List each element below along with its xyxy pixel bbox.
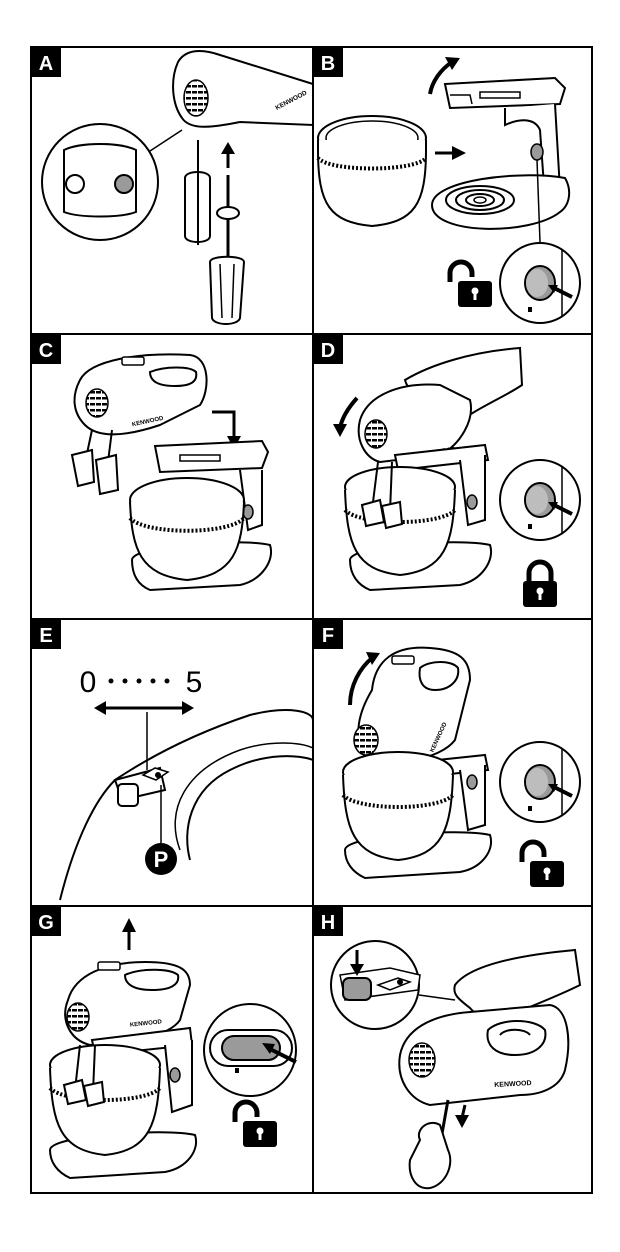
arrow-right-icon	[182, 701, 194, 715]
pulse-label: P	[154, 847, 169, 872]
eject-button-callout	[330, 940, 421, 1030]
panel-f: F KENWOOD	[312, 618, 593, 907]
mixing-bowl	[316, 115, 428, 228]
arrow-up-icon	[122, 918, 136, 932]
mixer-on-stand-locked: KENWOOD	[48, 960, 198, 1180]
panel-d-letter: D	[321, 340, 335, 362]
panel-g: G KENWOOD	[30, 905, 314, 1194]
release-button-callout	[498, 458, 582, 542]
panel-b-letter: B	[321, 53, 335, 75]
panel-c-letter: C	[39, 340, 53, 362]
beater-socket-collar-icon	[114, 174, 134, 194]
curved-arrow-icon	[366, 652, 380, 665]
arrow-down-icon	[455, 1115, 469, 1128]
release-lever-callout	[203, 1003, 297, 1097]
mixer-tilted-up: KENWOOD	[341, 646, 493, 880]
mixer-on-stand: KENWOOD	[343, 383, 493, 592]
release-button-callout	[498, 241, 582, 325]
hand-icon	[408, 1121, 452, 1190]
arrow-down-icon	[350, 964, 364, 976]
vent-grille-icon	[183, 79, 209, 117]
speed-dots-icon	[108, 678, 170, 684]
panel-e: E 0 5 P	[30, 618, 314, 907]
panel-g-letter: G	[38, 912, 54, 934]
hand-mixer: KENWOOD	[70, 353, 208, 496]
arrow-right-icon	[452, 146, 466, 160]
panel-d: D KENWOOD	[312, 333, 593, 620]
panel-e-letter: E	[39, 625, 52, 647]
mixer-handle-closeup	[59, 709, 314, 901]
kenwood-logo: KENWOOD	[494, 1080, 532, 1089]
panel-a-label-box	[31, 47, 61, 77]
panel-a-letter: A	[39, 53, 53, 75]
arrow-up-icon	[221, 142, 235, 154]
curved-arrow-icon	[333, 424, 347, 437]
mixer-stand	[430, 76, 571, 230]
arrow-left-icon	[94, 701, 106, 715]
hand-mixer: KENWOOD	[398, 1003, 570, 1107]
panel-b: B	[312, 46, 593, 335]
panel-c: C KENWOOD	[30, 333, 314, 620]
stand-with-bowl	[128, 439, 273, 592]
panel-h-letter: H	[321, 912, 335, 934]
release-button-callout	[498, 740, 582, 824]
panel-f-letter: F	[322, 625, 334, 647]
pulse-button-marker	[145, 843, 177, 875]
eject-button[interactable]	[117, 783, 139, 807]
panel-a: A KENWOOD	[30, 46, 314, 335]
curved-arrow-icon	[445, 57, 460, 70]
beater-socket-icon	[65, 174, 85, 194]
speed-min-label: 0	[80, 666, 97, 699]
hand-mixer-body	[172, 49, 314, 128]
speed-max-label: 5	[186, 666, 203, 699]
panel-h: H KENWOOD	[312, 905, 593, 1194]
kenwood-logo: KENWOOD	[130, 1019, 163, 1028]
beater-icon	[208, 255, 246, 325]
